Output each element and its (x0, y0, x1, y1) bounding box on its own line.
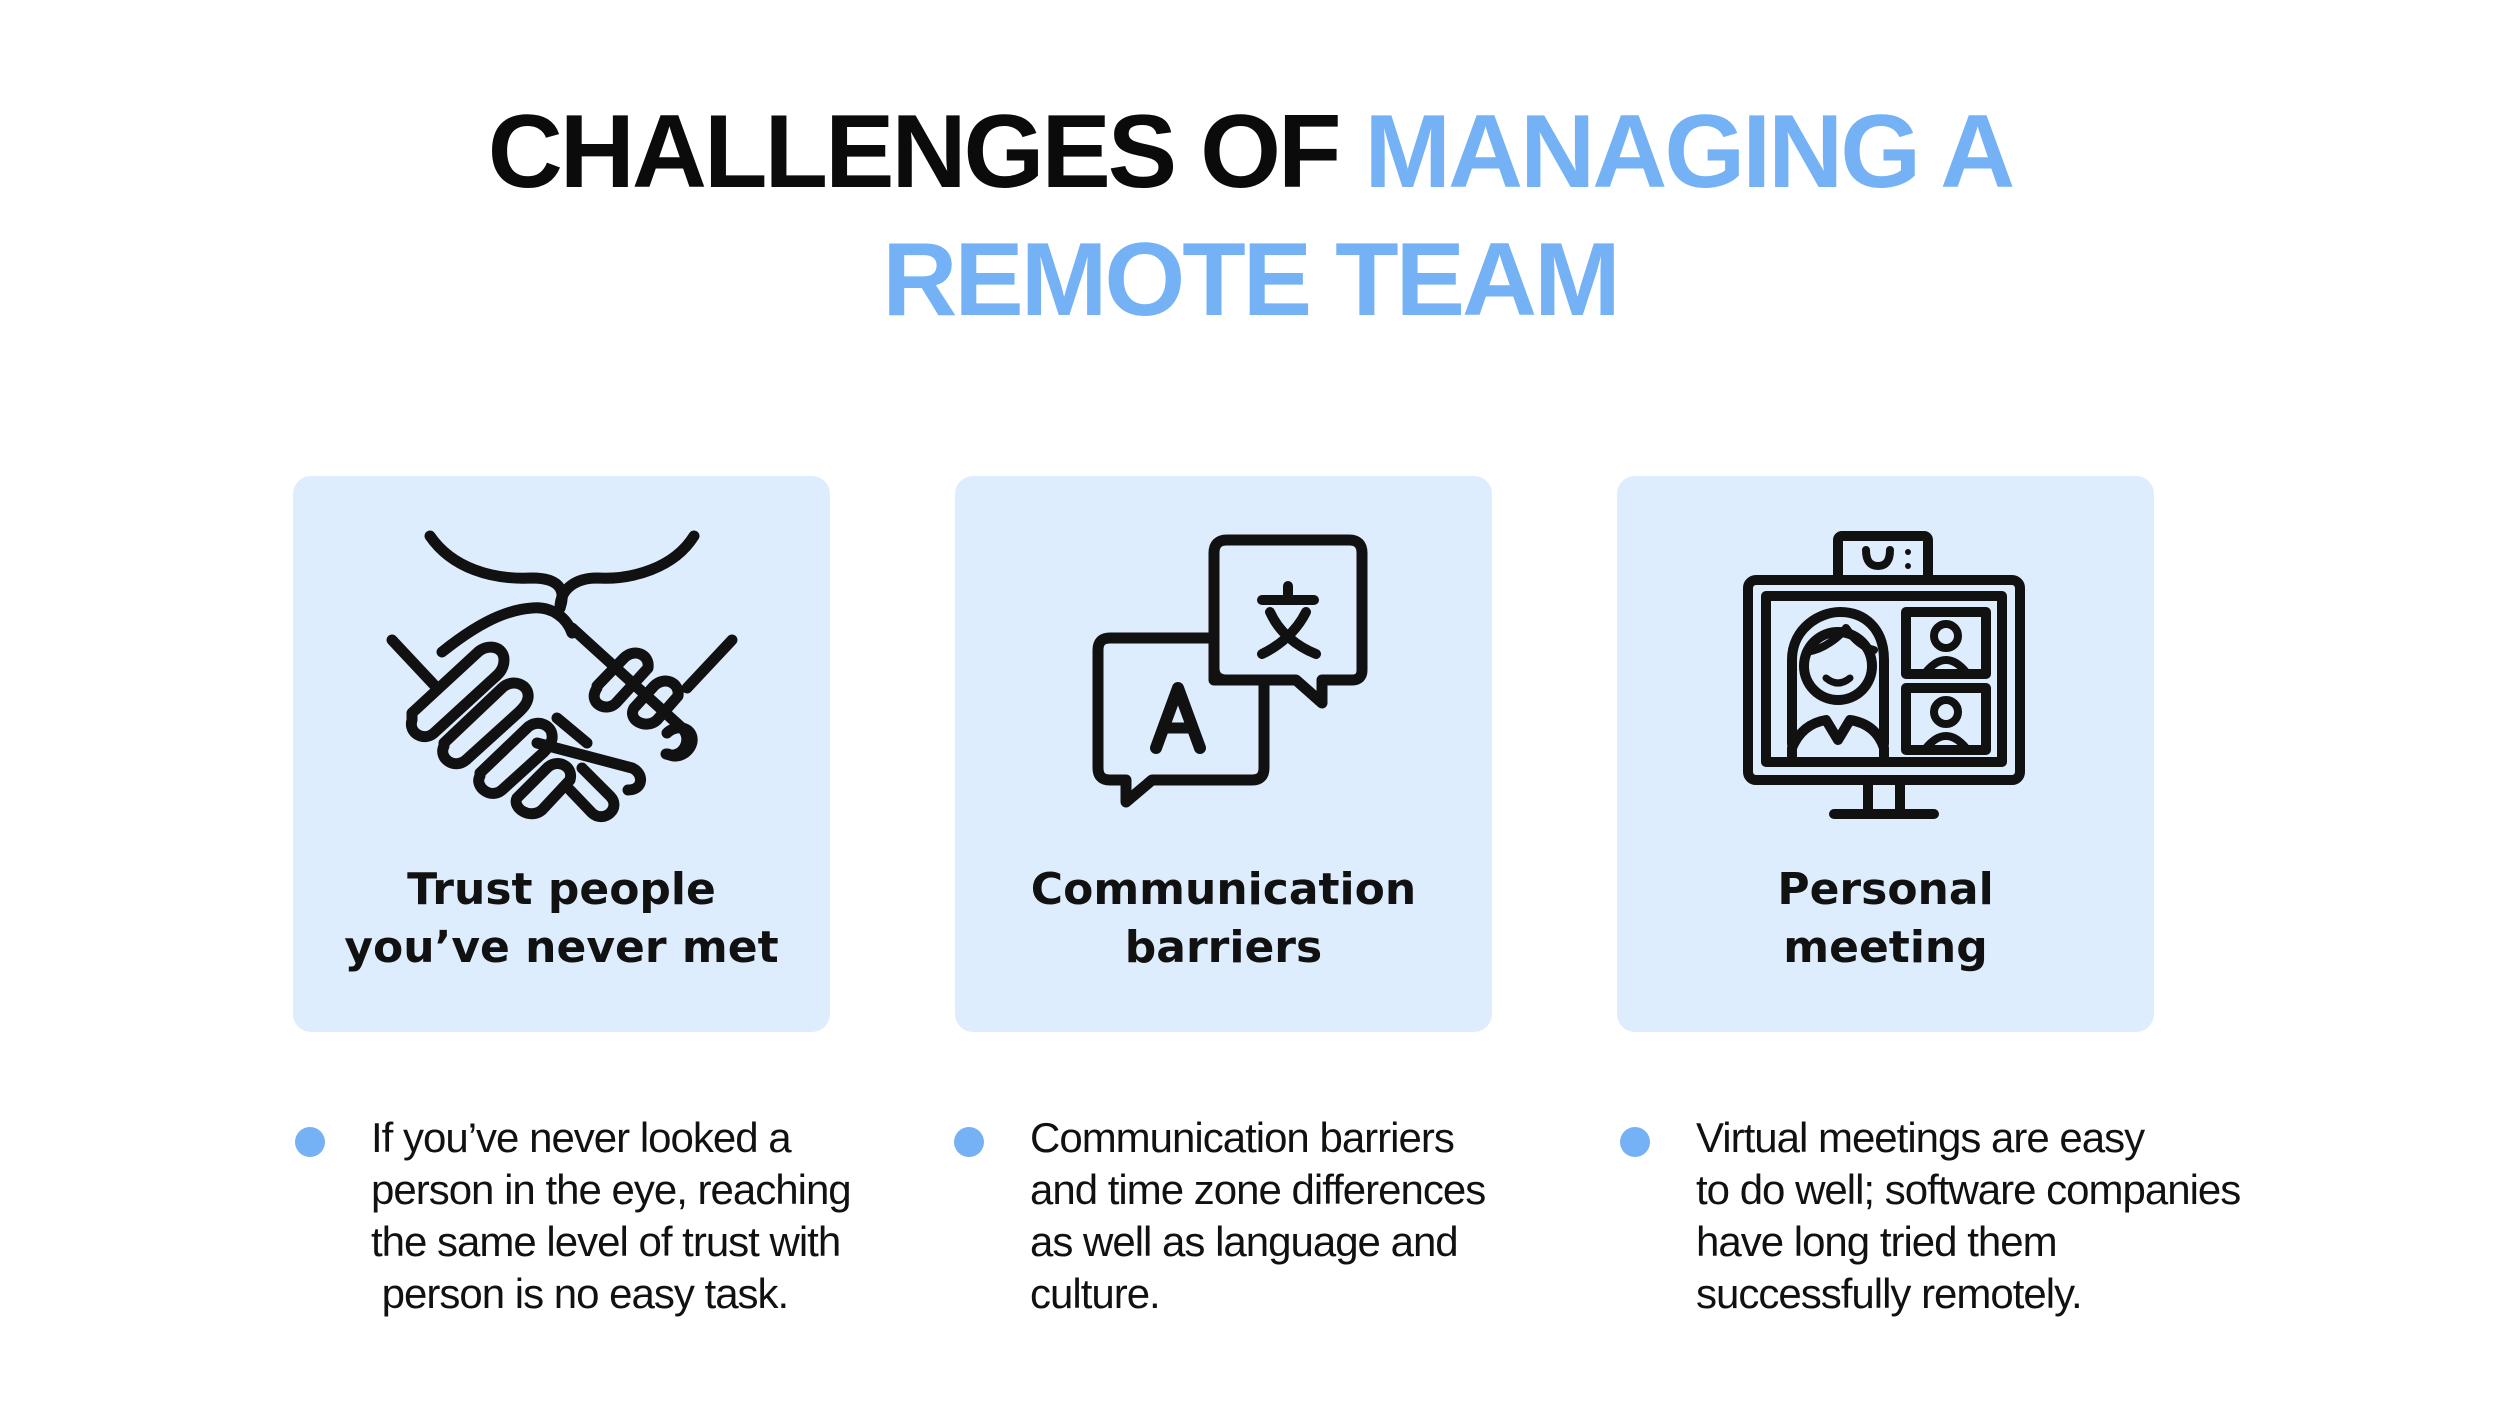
bullet-dot (954, 1127, 984, 1157)
card-title: Personal meeting (1617, 861, 2154, 977)
description-line: to do well; software companies (1696, 1166, 2241, 1213)
description-line: successfully remotely. (1696, 1270, 2083, 1317)
description-text: Virtual meetings are easy to do well; so… (1696, 1112, 2296, 1320)
description-text: Communication barriers and time zone dif… (1030, 1112, 1630, 1320)
description-line: Communication barriers (1030, 1114, 1455, 1161)
description-text: If you’ve never looked a person in the e… (371, 1112, 971, 1320)
description-line: person in the eye, reaching (371, 1166, 852, 1213)
video-conference-icon (1617, 528, 2154, 828)
card-personal-meeting: Personal meeting (1617, 476, 2154, 1032)
title-line2-accent: REMOTE TEAM (882, 222, 1620, 338)
card-trust: Trust people you’ve never met (293, 476, 830, 1032)
title-line1-dark: CHALLENGES OF (487, 94, 1365, 210)
card-title-line: barriers (1124, 922, 1323, 973)
card-title-line: you’ve never met (344, 922, 779, 973)
description-line: If you’ve never looked a (371, 1114, 792, 1161)
card-communication: Communication barriers (955, 476, 1492, 1032)
card-title: Trust people you’ve never met (293, 861, 830, 977)
description-line: the same level of trust with (371, 1218, 841, 1265)
bullet-dot (1620, 1127, 1650, 1157)
card-title-line: Communication (1030, 864, 1417, 915)
card-title-line: meeting (1783, 922, 1988, 973)
card-title: Communication barriers (955, 861, 1492, 977)
card-title-line: Personal (1777, 864, 1994, 915)
bullet-dot (295, 1127, 325, 1157)
translate-icon (955, 528, 1492, 828)
description-line: and time zone differences (1030, 1166, 1486, 1213)
page-title: CHALLENGES OF MANAGING A REMOTE TEAM (0, 88, 2500, 344)
handshake-icon (293, 528, 830, 828)
description-line: as well as language and (1030, 1218, 1459, 1265)
description-line: Virtual meetings are easy (1696, 1114, 2145, 1161)
card-title-line: Trust people (407, 864, 716, 915)
description-line: culture. (1030, 1270, 1161, 1317)
title-line1-accent: MANAGING A (1364, 94, 2015, 210)
description-line: person is no easy task. (371, 1270, 790, 1317)
description-line: have long tried them (1696, 1218, 2058, 1265)
